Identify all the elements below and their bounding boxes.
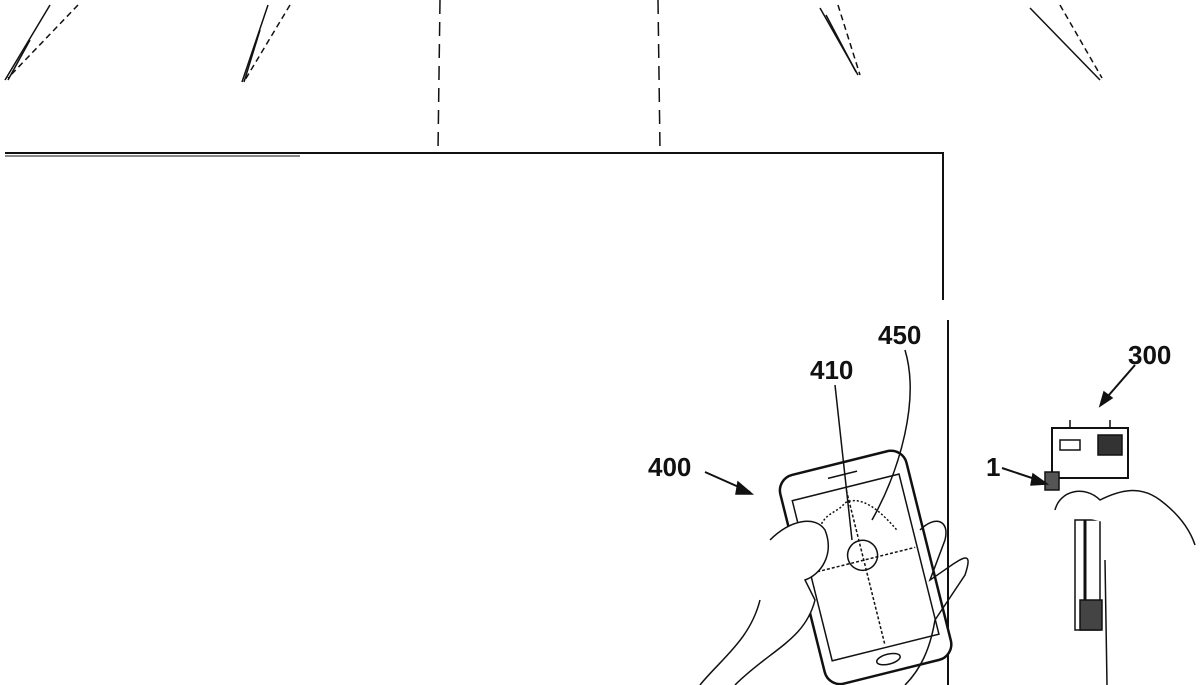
light-beam-2	[241, 4, 291, 83]
leader-450	[871, 349, 911, 521]
hand-left	[734, 520, 829, 685]
hand-holding-camera	[1054, 489, 1196, 546]
light-beam-1	[4, 4, 79, 81]
camera-device	[1044, 420, 1129, 631]
dashed-guide-left	[437, 0, 441, 151]
label-450: 450	[878, 320, 922, 350]
label-400: 400	[648, 452, 692, 482]
label-410: 410	[810, 355, 854, 385]
light-beam-4	[1029, 4, 1103, 81]
vertical-post-right	[1104, 559, 1108, 685]
label-1: 1	[986, 452, 1001, 482]
frame-line	[5, 152, 944, 300]
label-300: 300	[1128, 340, 1172, 370]
hand-right	[904, 520, 969, 685]
light-beam-3	[819, 4, 861, 76]
target-circle	[846, 539, 879, 572]
smartphone	[778, 449, 953, 685]
dashed-guide-right	[657, 0, 661, 151]
leader-410	[834, 384, 853, 541]
